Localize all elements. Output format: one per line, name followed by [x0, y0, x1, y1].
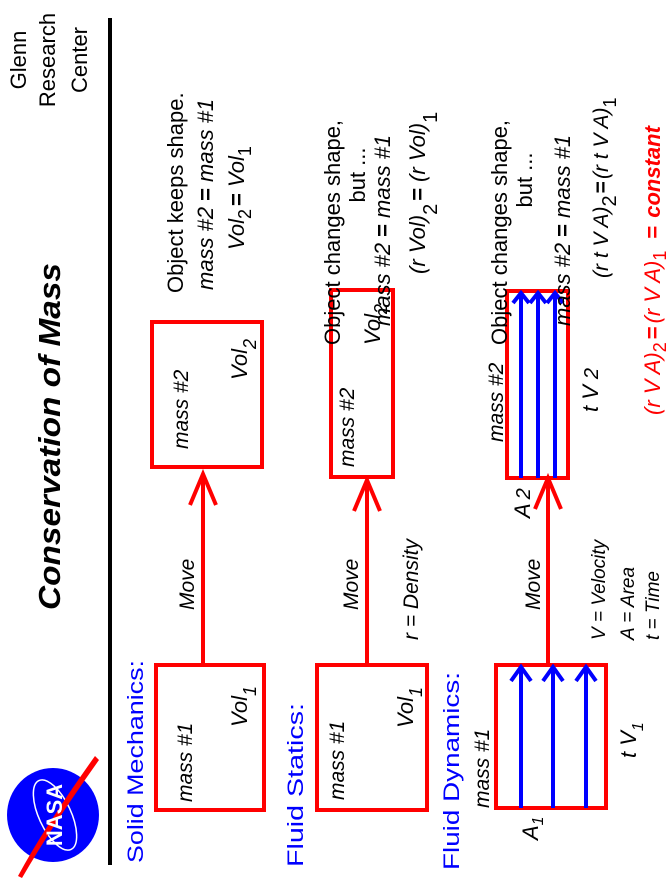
object-box-after — [150, 320, 264, 469]
nasa-logo-chevron-icon — [18, 756, 99, 878]
description: but ... — [512, 152, 537, 207]
area-label: A2 — [510, 488, 535, 520]
solid-mechanics-row: Solid Mechanics: mass #1 Vol1 Move mass … — [123, 92, 266, 863]
arrowhead-icon — [545, 289, 565, 305]
legend-area: A = Area — [618, 567, 639, 641]
mass-label: mass #1 — [326, 721, 349, 800]
org-name: Glenn Research Center — [6, 13, 92, 107]
legend-time: t = Time — [643, 571, 664, 640]
constant-equation: (r V A)2=(r V A)1=constant — [640, 124, 667, 415]
volume-label: Vol2 — [227, 339, 260, 380]
section-label: Fluid Dynamics: — [439, 672, 464, 870]
mass-label: mass #2 — [485, 362, 508, 442]
object-box-before — [154, 663, 266, 812]
section-label: Solid Mechanics: — [123, 660, 148, 863]
object-box-after — [329, 288, 395, 479]
variable-legend: V = Velocity A = Area t = Time — [589, 538, 664, 641]
arrowhead-icon — [352, 474, 382, 512]
equation: mass #2=mass #1 — [193, 99, 218, 290]
equation: (r Vol)2=(r Vol)1 — [405, 112, 442, 274]
time-velocity-label: t V1 — [616, 722, 647, 758]
description: Object changes shape, — [320, 120, 345, 345]
fluid-dynamics-row: Fluid Dynamics: mass #1 A1 t V1 Move V =… — [439, 97, 667, 870]
move-label: Move — [340, 559, 363, 610]
density-legend: r = Density — [400, 538, 423, 640]
page-title: Conservation of Mass — [32, 263, 67, 610]
nasa-logo: NASA — [7, 756, 99, 878]
time-velocity-label: t V2 — [578, 368, 603, 412]
equation: (r t V A)2=(r t V A)1 — [590, 97, 621, 278]
description: Object keeps shape. — [163, 92, 188, 293]
area-label: A1 — [518, 816, 547, 842]
nasa-logo-orbit-icon — [32, 779, 78, 851]
move-label: Move — [522, 559, 545, 610]
arrowhead-icon — [509, 663, 533, 683]
arrowhead-icon — [511, 289, 531, 305]
arrowhead-icon — [188, 468, 218, 506]
legend-velocity: V = Velocity — [589, 538, 610, 640]
mass-label: mass #2 — [336, 387, 359, 467]
arrowhead-icon — [574, 663, 598, 683]
equation: Vol2=Vol1 — [224, 146, 255, 250]
object-box-before — [315, 663, 429, 812]
mass-label: mass #2 — [170, 369, 193, 449]
volume-label: Vol2 — [360, 304, 391, 345]
equation: mass #2=mass #1 — [370, 135, 395, 326]
description: Object changes shape, — [487, 120, 512, 345]
mass-label: mass #1 — [471, 729, 494, 808]
volume-label: Vol1 — [227, 686, 260, 727]
nasa-logo-text: NASA — [42, 784, 67, 846]
flow-arrows-after — [511, 289, 565, 478]
org-line: Glenn — [6, 31, 31, 90]
volume-label: Vol1 — [393, 687, 426, 728]
flow-arrows-before — [509, 663, 598, 808]
arrowhead-icon — [541, 663, 565, 683]
arrowhead-icon — [528, 289, 548, 305]
mass-label: mass #1 — [174, 723, 197, 802]
move-label: Move — [176, 559, 199, 610]
fluid-statics-row: Fluid Statics: mass #1 Vol1 Move r = Den… — [283, 112, 442, 867]
description: but ... — [345, 147, 370, 202]
org-line: Research — [35, 13, 60, 107]
org-line: Center — [67, 27, 92, 93]
section-label: Fluid Statics: — [283, 703, 308, 867]
equation: mass #2=mass #1 — [550, 135, 575, 326]
